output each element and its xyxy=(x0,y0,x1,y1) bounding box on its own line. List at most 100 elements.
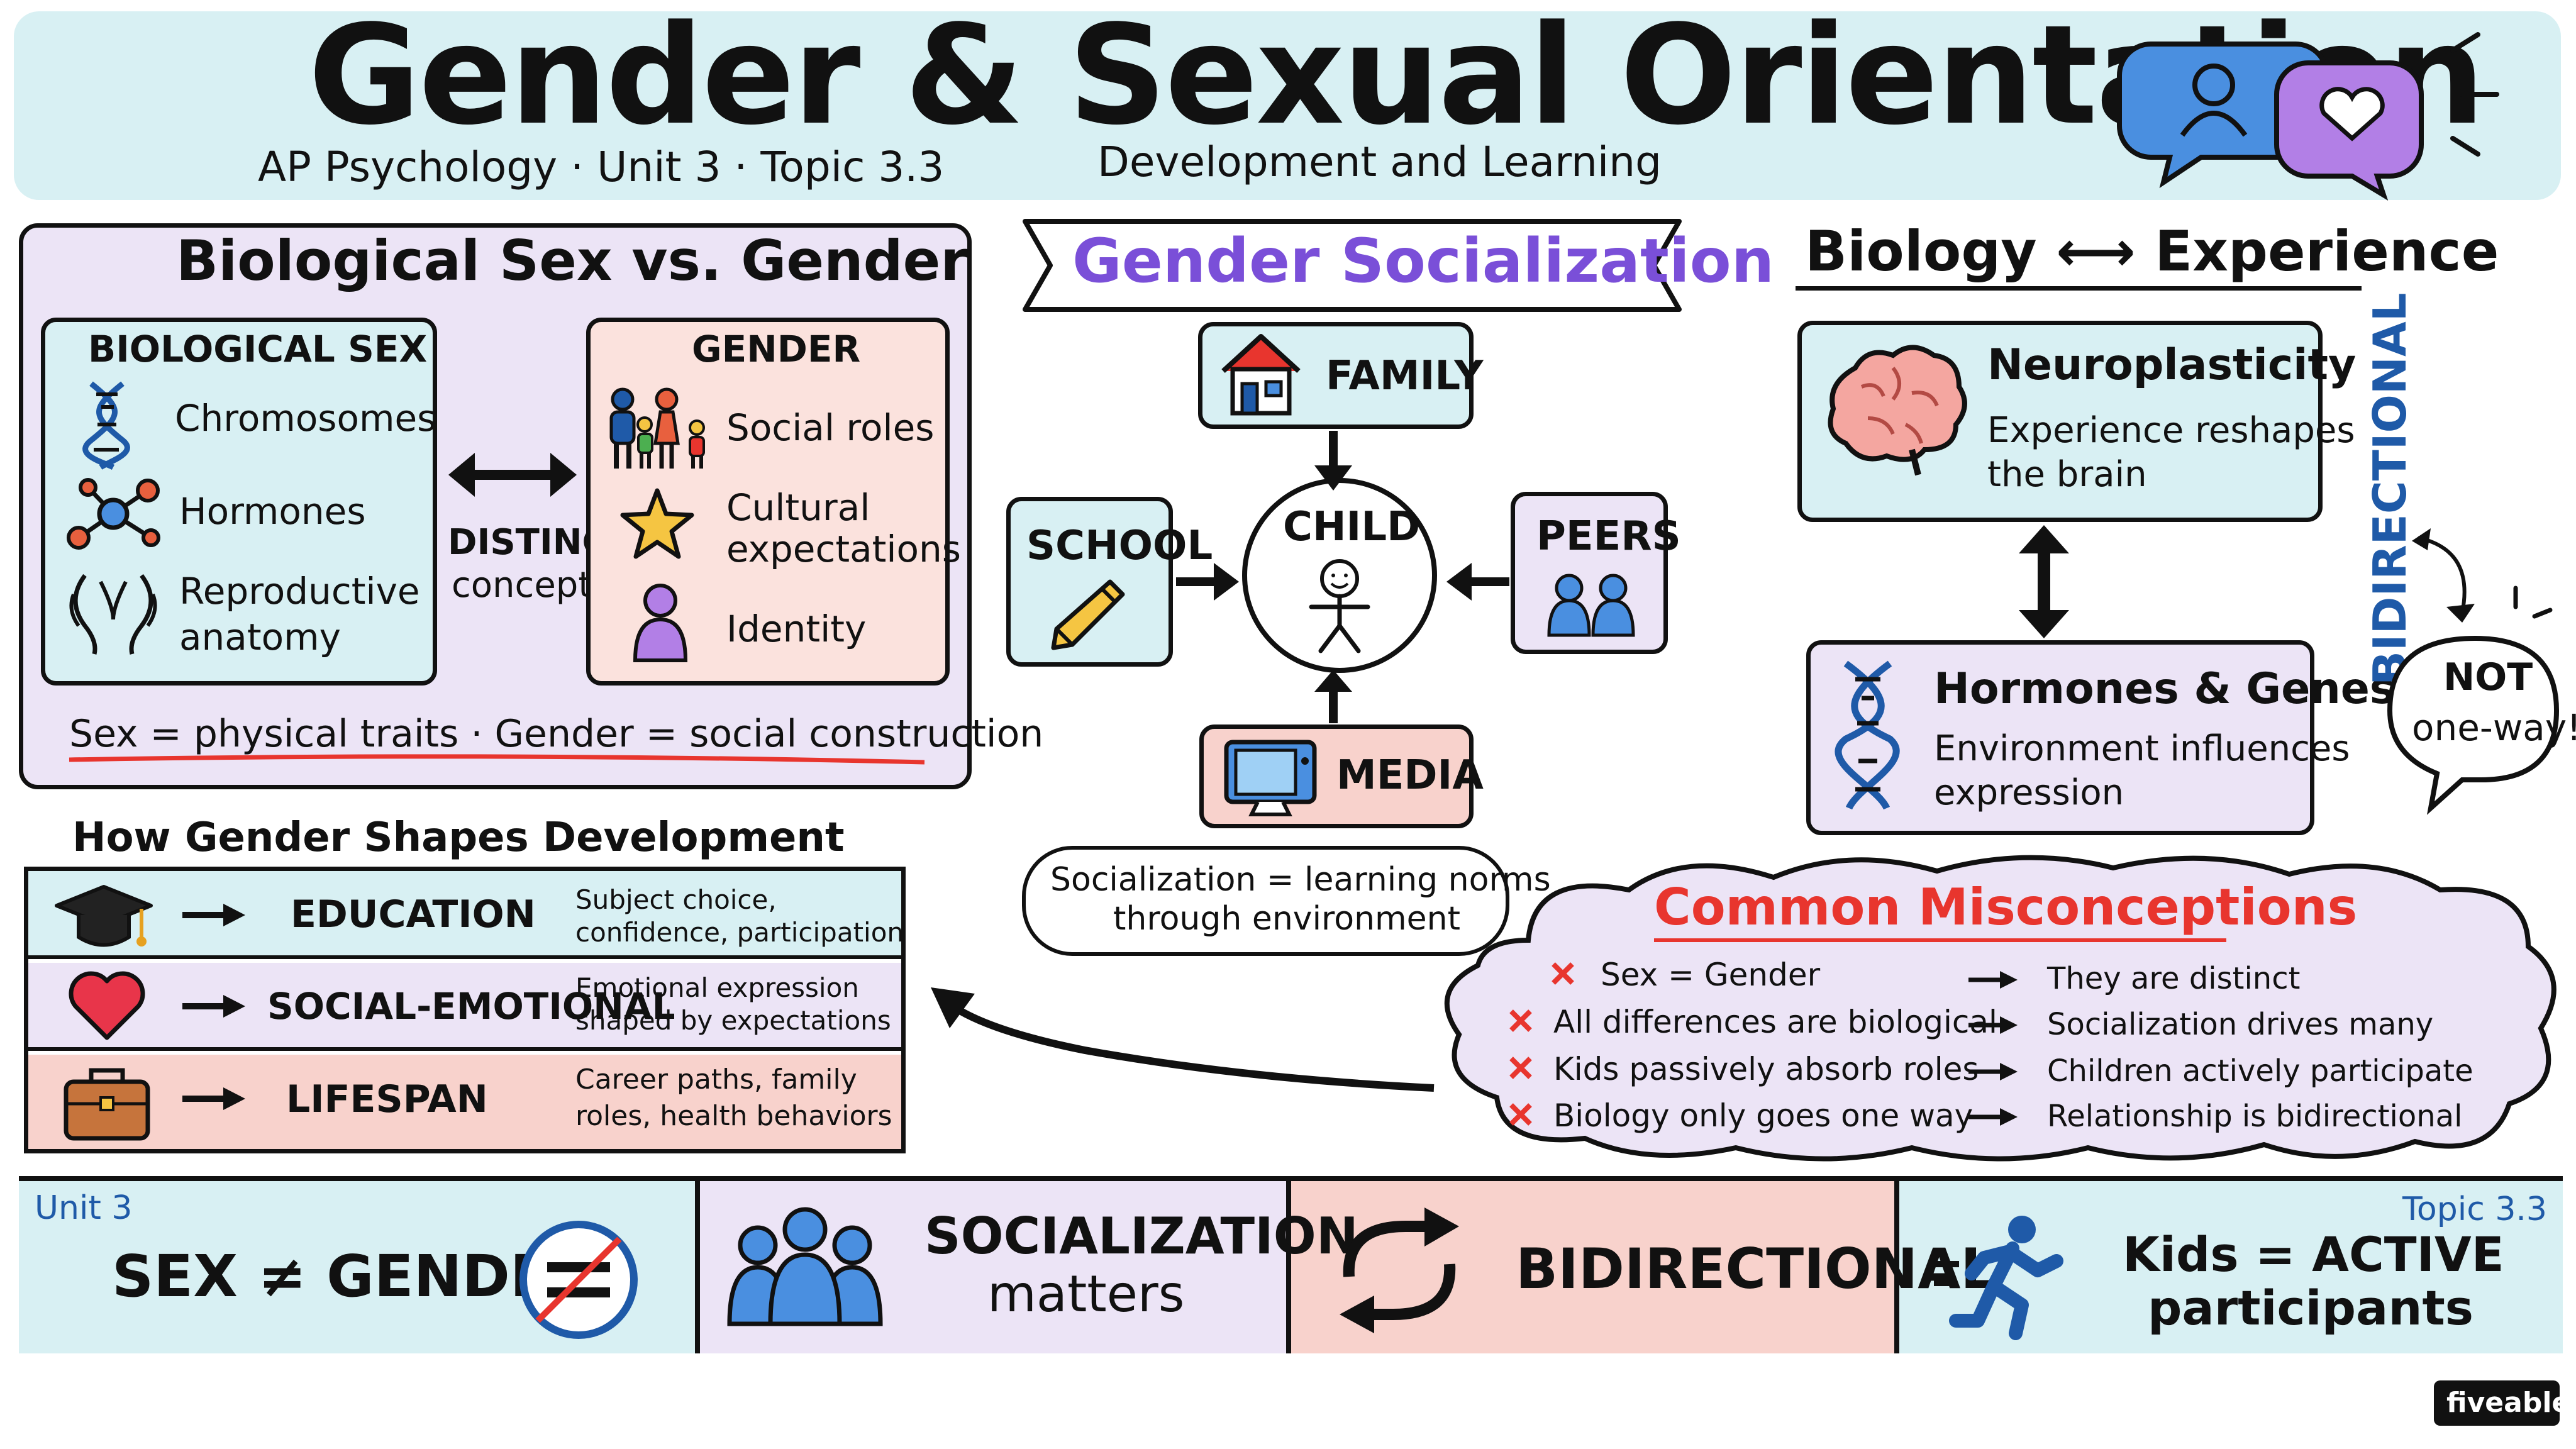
development-row-social-emotional xyxy=(28,963,901,1051)
biological-sex-heading: BIOLOGICAL SEX xyxy=(88,328,428,370)
sex-not-gender-label: SEX ≠ GENDER xyxy=(112,1243,594,1310)
fact-arrows xyxy=(1968,971,2018,1126)
dna-icon xyxy=(82,381,130,470)
person-icon xyxy=(633,584,688,662)
education-desc2: confidence, participation xyxy=(575,917,904,948)
development-title: How Gender Shapes Development xyxy=(72,814,845,861)
kids-active-line1: Kids = ACTIVE xyxy=(2123,1226,2504,1282)
lifespan-desc2: roles, health behaviors xyxy=(575,1100,892,1132)
brand-badge xyxy=(2434,1380,2560,1426)
identity-label: Identity xyxy=(726,608,867,650)
misconceptions-title: Common Misconceptions xyxy=(1654,878,2358,936)
brain-icon xyxy=(1828,345,1967,476)
footer-cell-bidirectional xyxy=(1286,1181,1899,1353)
socialization-arrows xyxy=(1176,431,1509,723)
bidirectional-side-text: BIDIRECTIONAL xyxy=(2363,292,2416,686)
neuroplasticity-box xyxy=(1797,321,2323,522)
social-emotional-label: SOCIAL-EMOTIONAL xyxy=(267,985,675,1028)
myth-4: Biology only goes one way xyxy=(1553,1097,1974,1134)
fact-4: Relationship is bidirectional xyxy=(2047,1099,2463,1134)
footer-divider xyxy=(1894,1181,1899,1353)
neuroplasticity-line1: Experience reshapes xyxy=(1987,410,2355,451)
family-label: FAMILY xyxy=(1326,353,1484,399)
social-roles-label: Social roles xyxy=(726,406,935,449)
speech-bubbles-icon xyxy=(2117,32,2499,201)
curved-arrow-icon xyxy=(2412,528,2475,623)
x-icon xyxy=(1509,1103,1532,1126)
vertical-double-arrow-icon xyxy=(2019,525,2069,638)
bio-experience-title: Biology ⟷ Experience xyxy=(1805,219,2499,284)
x-icon xyxy=(1552,962,1574,985)
socialization-matters-line2: matters xyxy=(987,1265,1185,1323)
social-emotional-desc2: shaped by expectations xyxy=(575,1005,891,1036)
heart-icon xyxy=(69,971,145,1040)
socialization-note xyxy=(1022,846,1509,956)
hormones-genes-line2: expression xyxy=(1934,772,2124,813)
fact-3: Children actively participate xyxy=(2047,1053,2473,1089)
school-label: SCHOOL xyxy=(1026,523,1213,569)
lifespan-label: LIFESPAN xyxy=(286,1077,488,1121)
stick-figure-icon xyxy=(1309,559,1370,653)
socialization-note-line2: through environment xyxy=(1113,900,1461,938)
socialization-banner xyxy=(1023,219,1682,312)
myth-3: Kids passively absorb roles xyxy=(1553,1051,1979,1087)
pencil-icon xyxy=(1051,579,1125,650)
kids-active-line2: participants xyxy=(2148,1280,2474,1336)
cultural-label: Cultural xyxy=(726,486,870,529)
socialization-note-line1: Socialization = learning norms xyxy=(1050,861,1551,899)
bio-experience-underline xyxy=(1796,286,2362,291)
development-row-education xyxy=(28,871,901,959)
sex-gender-summary: Sex = physical traits · Gender = social … xyxy=(69,712,1044,756)
fact-1: They are distinct xyxy=(2047,961,2301,996)
bio-vs-gender-title: Biological Sex vs. Gender xyxy=(176,228,968,293)
one-way-label: one-way! xyxy=(2412,706,2576,749)
chromosomes-label: Chromosomes xyxy=(175,397,436,440)
molecule-icon xyxy=(67,478,160,550)
reproductive-label: Reproductive xyxy=(179,570,420,613)
development-row-lifespan xyxy=(28,1055,901,1149)
school-node xyxy=(1006,497,1173,667)
accent-marks-icon xyxy=(2513,586,2553,619)
myth-2: All differences are biological xyxy=(1553,1004,1997,1040)
education-label: EDUCATION xyxy=(291,892,536,936)
not-one-way-bubble xyxy=(2387,635,2560,815)
hormones-label: Hormones xyxy=(179,490,366,533)
footer-topic: Topic 3.3 xyxy=(2402,1191,2548,1228)
anatomy-icon xyxy=(69,574,157,655)
tv-icon xyxy=(1224,740,1317,816)
myth-1: Sex = Gender xyxy=(1601,957,1821,993)
x-icon xyxy=(1509,1057,1532,1079)
brand-label: fiveable xyxy=(2446,1387,2571,1419)
not-equal-icon xyxy=(519,1221,638,1339)
concepts-label: concepts xyxy=(452,565,611,606)
child-label: CHILD xyxy=(1283,504,1421,550)
expectations-label: expectations xyxy=(726,528,961,570)
family-icon xyxy=(609,387,705,469)
double-arrow-icon xyxy=(448,453,577,497)
hormones-genes-line1: Environment influences xyxy=(1934,728,2350,769)
fact-2: Socialization drives many xyxy=(2047,1007,2434,1042)
dna-icon xyxy=(1835,660,1900,810)
lifespan-desc1: Career paths, family xyxy=(575,1063,857,1096)
socialization-title: Gender Socialization xyxy=(1072,226,1775,296)
development-arrows xyxy=(182,904,245,1110)
subtitle-course: AP Psychology · Unit 3 · Topic 3.3 xyxy=(258,143,945,191)
neuroplasticity-line2: the brain xyxy=(1987,454,2147,495)
misconception-link-arrow xyxy=(931,987,1435,1092)
star-icon xyxy=(620,488,694,559)
x-icon xyxy=(1509,1009,1532,1032)
briefcase-icon xyxy=(64,1068,150,1141)
bidirectional-footer-label: BIDIRECTIONAL xyxy=(1516,1236,1996,1301)
education-desc1: Subject choice, xyxy=(575,884,777,915)
runner-icon xyxy=(1931,1216,2063,1340)
media-label: MEDIA xyxy=(1336,752,1484,799)
gender-heading: GENDER xyxy=(692,328,861,370)
misconceptions-underline xyxy=(1654,938,2226,942)
socialization-matters-line1: SOCIALIZATION xyxy=(924,1207,1358,1265)
house-icon xyxy=(1221,334,1301,416)
misconceptions-cloud xyxy=(1444,855,2557,1162)
cycle-arrows-icon xyxy=(1340,1208,1459,1333)
footer-unit: Unit 3 xyxy=(35,1189,133,1227)
subtitle-unit: Development and Learning xyxy=(1097,138,1662,186)
group-icon xyxy=(727,1207,883,1326)
